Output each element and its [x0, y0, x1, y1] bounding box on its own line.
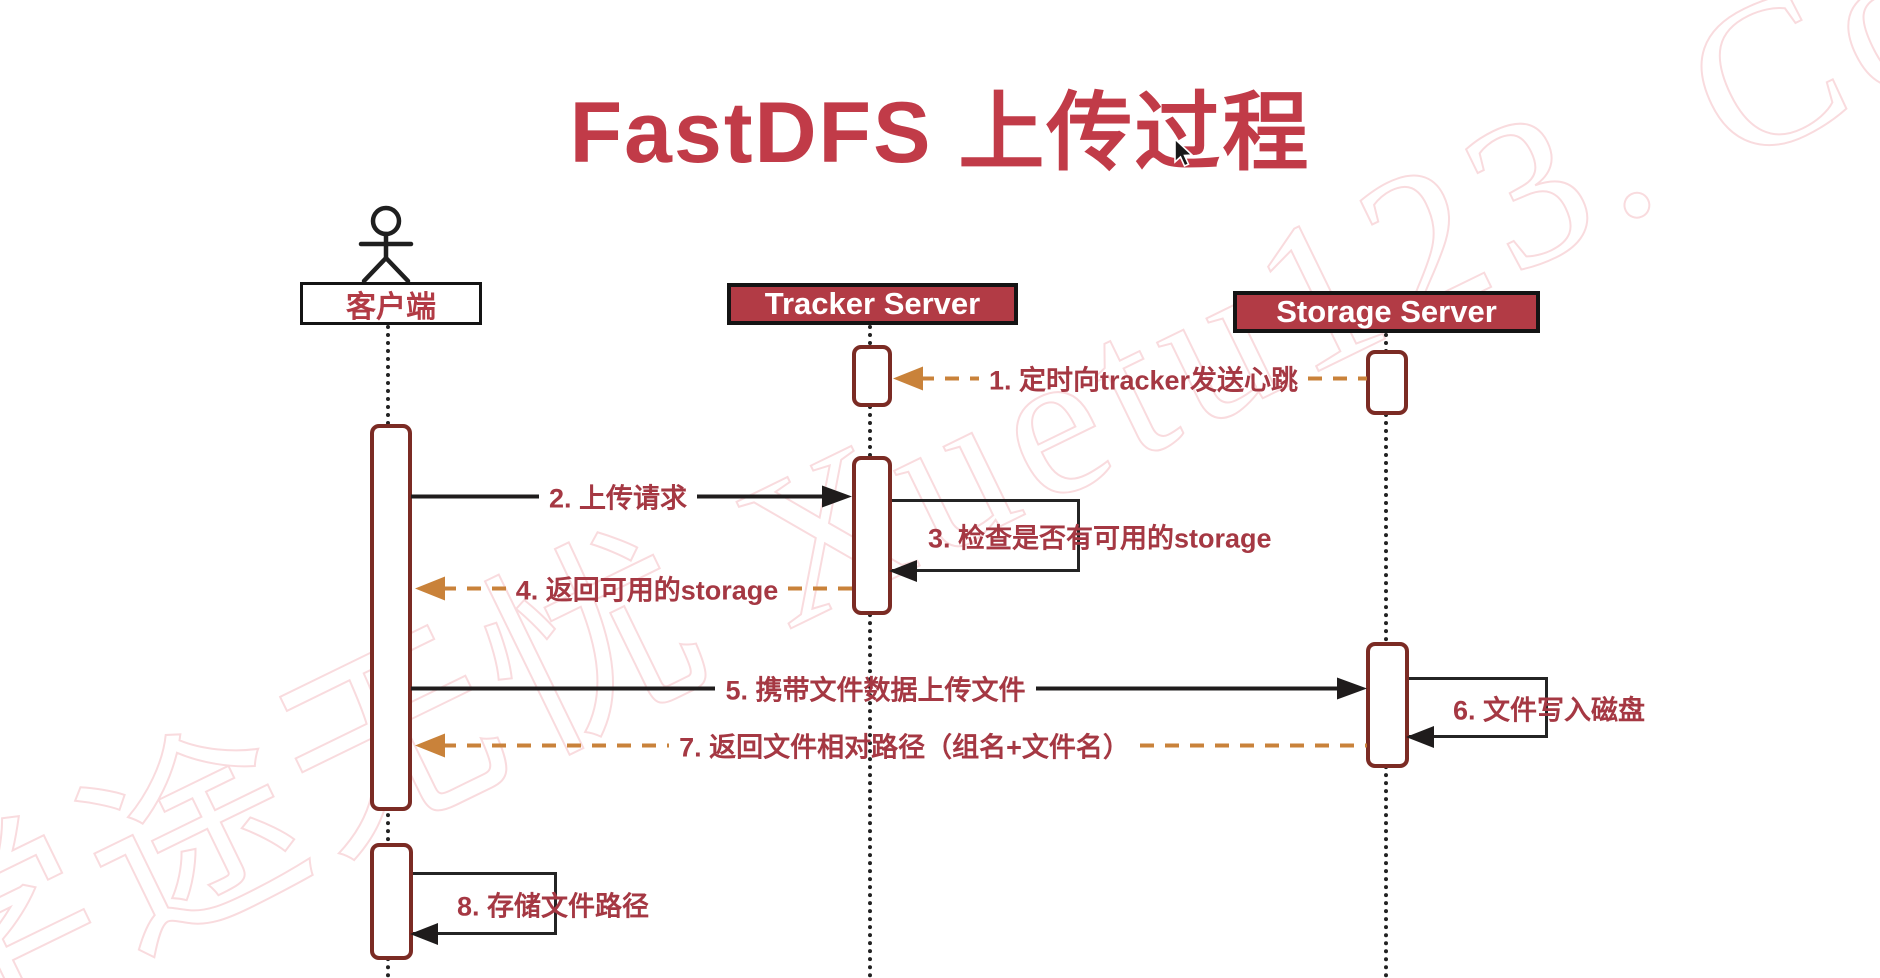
- activation-client-store-path: [370, 843, 413, 960]
- arrowhead-right-icon: [822, 485, 852, 507]
- actor-box-storage: Storage Server: [1233, 291, 1540, 333]
- arrowhead-right-icon: [1337, 677, 1367, 699]
- activation-tracker-heartbeat: [852, 345, 892, 407]
- mouse-cursor-icon: [1174, 138, 1194, 168]
- arrowhead-left-icon: [415, 733, 445, 757]
- arrowhead-left-icon: [410, 923, 438, 945]
- message-8-label: 8. 存储文件路径: [457, 891, 650, 921]
- arrowhead-left-icon: [889, 560, 917, 582]
- actor-label-tracker: Tracker Server: [764, 286, 981, 321]
- message-4-return-storage: 4. 返回可用的storage: [415, 569, 852, 608]
- actor-label-client: 客户端: [346, 290, 436, 324]
- activation-storage-heartbeat: [1366, 350, 1408, 415]
- message-3-label: 3. 检查是否有可用的storage: [928, 523, 1272, 553]
- actor-box-tracker: Tracker Server: [727, 283, 1018, 325]
- actor-box-client: 客户端: [300, 282, 482, 325]
- arrowhead-left-icon: [1406, 726, 1434, 748]
- activation-tracker-upload: [852, 456, 892, 615]
- client-actor-icon: [358, 205, 414, 284]
- page-title: FastDFS 上传过程: [569, 85, 1311, 181]
- message-2-label: 2. 上传请求: [548, 483, 688, 514]
- message-5-upload-file: 5. 携带文件数据上传文件: [411, 669, 1367, 708]
- message-1-heartbeat: 1. 定时向tracker发送心跳: [893, 359, 1367, 398]
- message-2-upload-request: 2. 上传请求: [411, 477, 852, 516]
- message-7-return-path: 7. 返回文件相对路径（组名+文件名）: [415, 726, 1368, 765]
- message-6-label: 6. 文件写入磁盘: [1453, 695, 1646, 725]
- message-7-label: 7. 返回文件相对路径（组名+文件名）: [679, 732, 1130, 763]
- message-5-label: 5. 携带文件数据上传文件: [725, 675, 1026, 706]
- message-3-check-storage: 3. 检查是否有可用的storage: [889, 499, 1272, 582]
- activation-client-upload: [370, 424, 412, 811]
- activation-storage-write: [1366, 642, 1409, 768]
- actor-label-storage: Storage Server: [1276, 294, 1497, 329]
- lifeline-tracker: [868, 325, 872, 978]
- arrowhead-left-icon: [415, 576, 445, 600]
- message-4-label: 4. 返回可用的storage: [515, 575, 779, 606]
- message-1-label: 1. 定时向tracker发送心跳: [988, 365, 1299, 396]
- arrowhead-left-icon: [893, 366, 923, 390]
- message-6-write-disk: 6. 文件写入磁盘: [1406, 677, 1645, 748]
- message-8-store-path: 8. 存储文件路径: [410, 872, 649, 945]
